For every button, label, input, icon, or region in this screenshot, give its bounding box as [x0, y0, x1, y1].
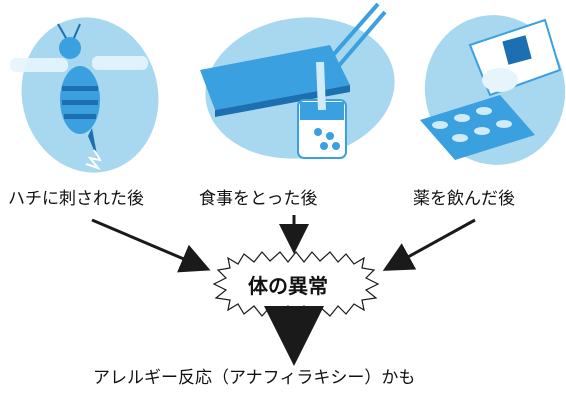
bee-icon: [10, 17, 159, 173]
center-label: 体の異常: [248, 274, 328, 298]
arrow-med-to-center: [382, 218, 476, 271]
cause-label-bee: ハチに刺された後: [8, 189, 144, 209]
starburst-shape: [212, 251, 380, 317]
cause-label-medicine: 薬を飲んだ後: [413, 189, 515, 209]
medicine-icon: [420, 15, 566, 165]
cause-label-meal: 食事をとった後: [199, 189, 318, 209]
meal-icon: [200, 2, 395, 159]
conclusion-label: アレルギー反応（アナフィラキシー）かも: [93, 368, 416, 388]
arrow-bee-to-center: [91, 218, 211, 273]
